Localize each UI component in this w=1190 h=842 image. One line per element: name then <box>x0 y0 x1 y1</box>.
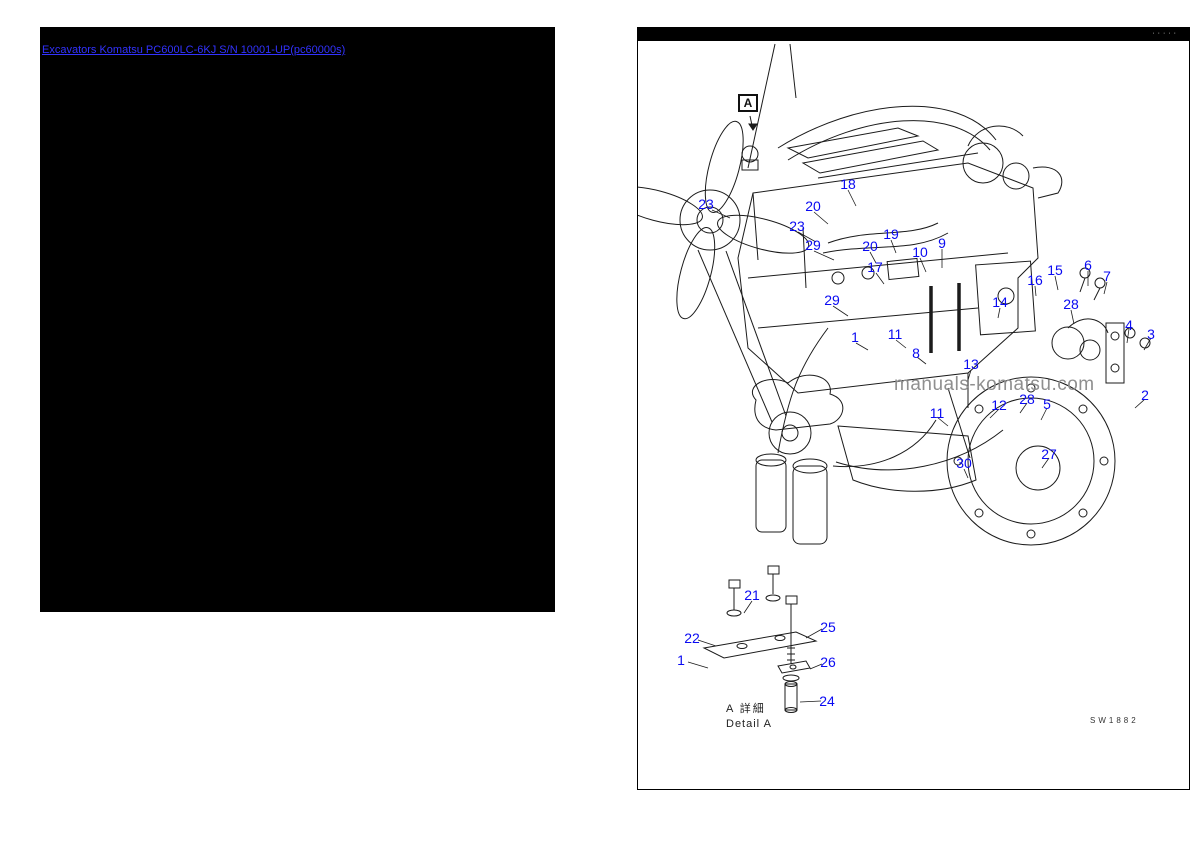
part-label-10: 10 <box>912 244 928 260</box>
part-label-2: 2 <box>1141 387 1149 403</box>
part-label-6: 6 <box>1084 257 1092 273</box>
detail-a-caption: A 詳細 Detail A <box>726 700 772 730</box>
part-label-28: 28 <box>1063 296 1079 312</box>
part-label-5: 5 <box>1043 396 1051 412</box>
part-label-17: 17 <box>867 259 883 275</box>
manual-link[interactable]: Excavators Komatsu PC600LC-6KJ S/N 10001… <box>42 44 346 56</box>
part-label-14: 14 <box>992 294 1008 310</box>
part-label-1: 1 <box>851 329 859 345</box>
drawing-code: SW1882 <box>1090 716 1139 725</box>
part-label-20: 20 <box>805 198 821 214</box>
part-label-28: 28 <box>1019 391 1035 407</box>
part-label-1: 1 <box>677 652 685 668</box>
detail-a-caption-jp: A 詳細 <box>726 703 766 715</box>
part-label-23: 23 <box>698 196 714 212</box>
part-label-22: 22 <box>684 630 700 646</box>
watermark: manuals-komatsu.com <box>894 374 1095 395</box>
diagram-page: ····· <box>637 27 1190 790</box>
part-label-9: 9 <box>938 235 946 251</box>
engine-block <box>697 127 1039 423</box>
part-label-25: 25 <box>820 619 836 635</box>
page-header-bar: ····· <box>638 28 1189 41</box>
detail-a-assembly <box>702 565 818 713</box>
part-label-21: 21 <box>744 587 760 603</box>
part-label-19: 19 <box>883 226 899 242</box>
top-lines <box>747 43 997 169</box>
part-label-20: 20 <box>862 238 878 254</box>
detail-a-caption-en: Detail A <box>726 718 772 730</box>
part-label-7: 7 <box>1103 268 1111 284</box>
part-label-26: 26 <box>820 654 836 670</box>
front-bottom <box>751 327 1004 545</box>
part-label-29: 29 <box>805 237 821 253</box>
part-label-18: 18 <box>840 176 856 192</box>
engine-line-art <box>638 43 1152 713</box>
detail-a-marker: A <box>738 94 758 112</box>
part-label-11: 11 <box>929 405 945 421</box>
right-brackets <box>929 260 1151 384</box>
part-label-23: 23 <box>789 218 805 234</box>
fan-assembly <box>638 120 810 320</box>
part-label-12: 12 <box>991 397 1007 413</box>
part-label-24: 24 <box>819 693 835 709</box>
part-label-8: 8 <box>912 345 920 361</box>
part-label-4: 4 <box>1125 317 1133 333</box>
header-marks: ····· <box>1152 30 1179 37</box>
part-label-27: 27 <box>1041 446 1057 462</box>
part-label-30: 30 <box>956 455 972 471</box>
part-label-11: 11 <box>887 326 903 342</box>
part-label-29: 29 <box>824 292 840 308</box>
left-black-panel: Excavators Komatsu PC600LC-6KJ S/N 10001… <box>40 27 555 612</box>
part-label-3: 3 <box>1147 326 1155 342</box>
part-label-16: 16 <box>1027 272 1043 288</box>
part-label-13: 13 <box>963 356 979 372</box>
leader-lines <box>687 189 1152 703</box>
turbo-piping <box>962 125 1063 199</box>
part-label-15: 15 <box>1047 262 1063 278</box>
